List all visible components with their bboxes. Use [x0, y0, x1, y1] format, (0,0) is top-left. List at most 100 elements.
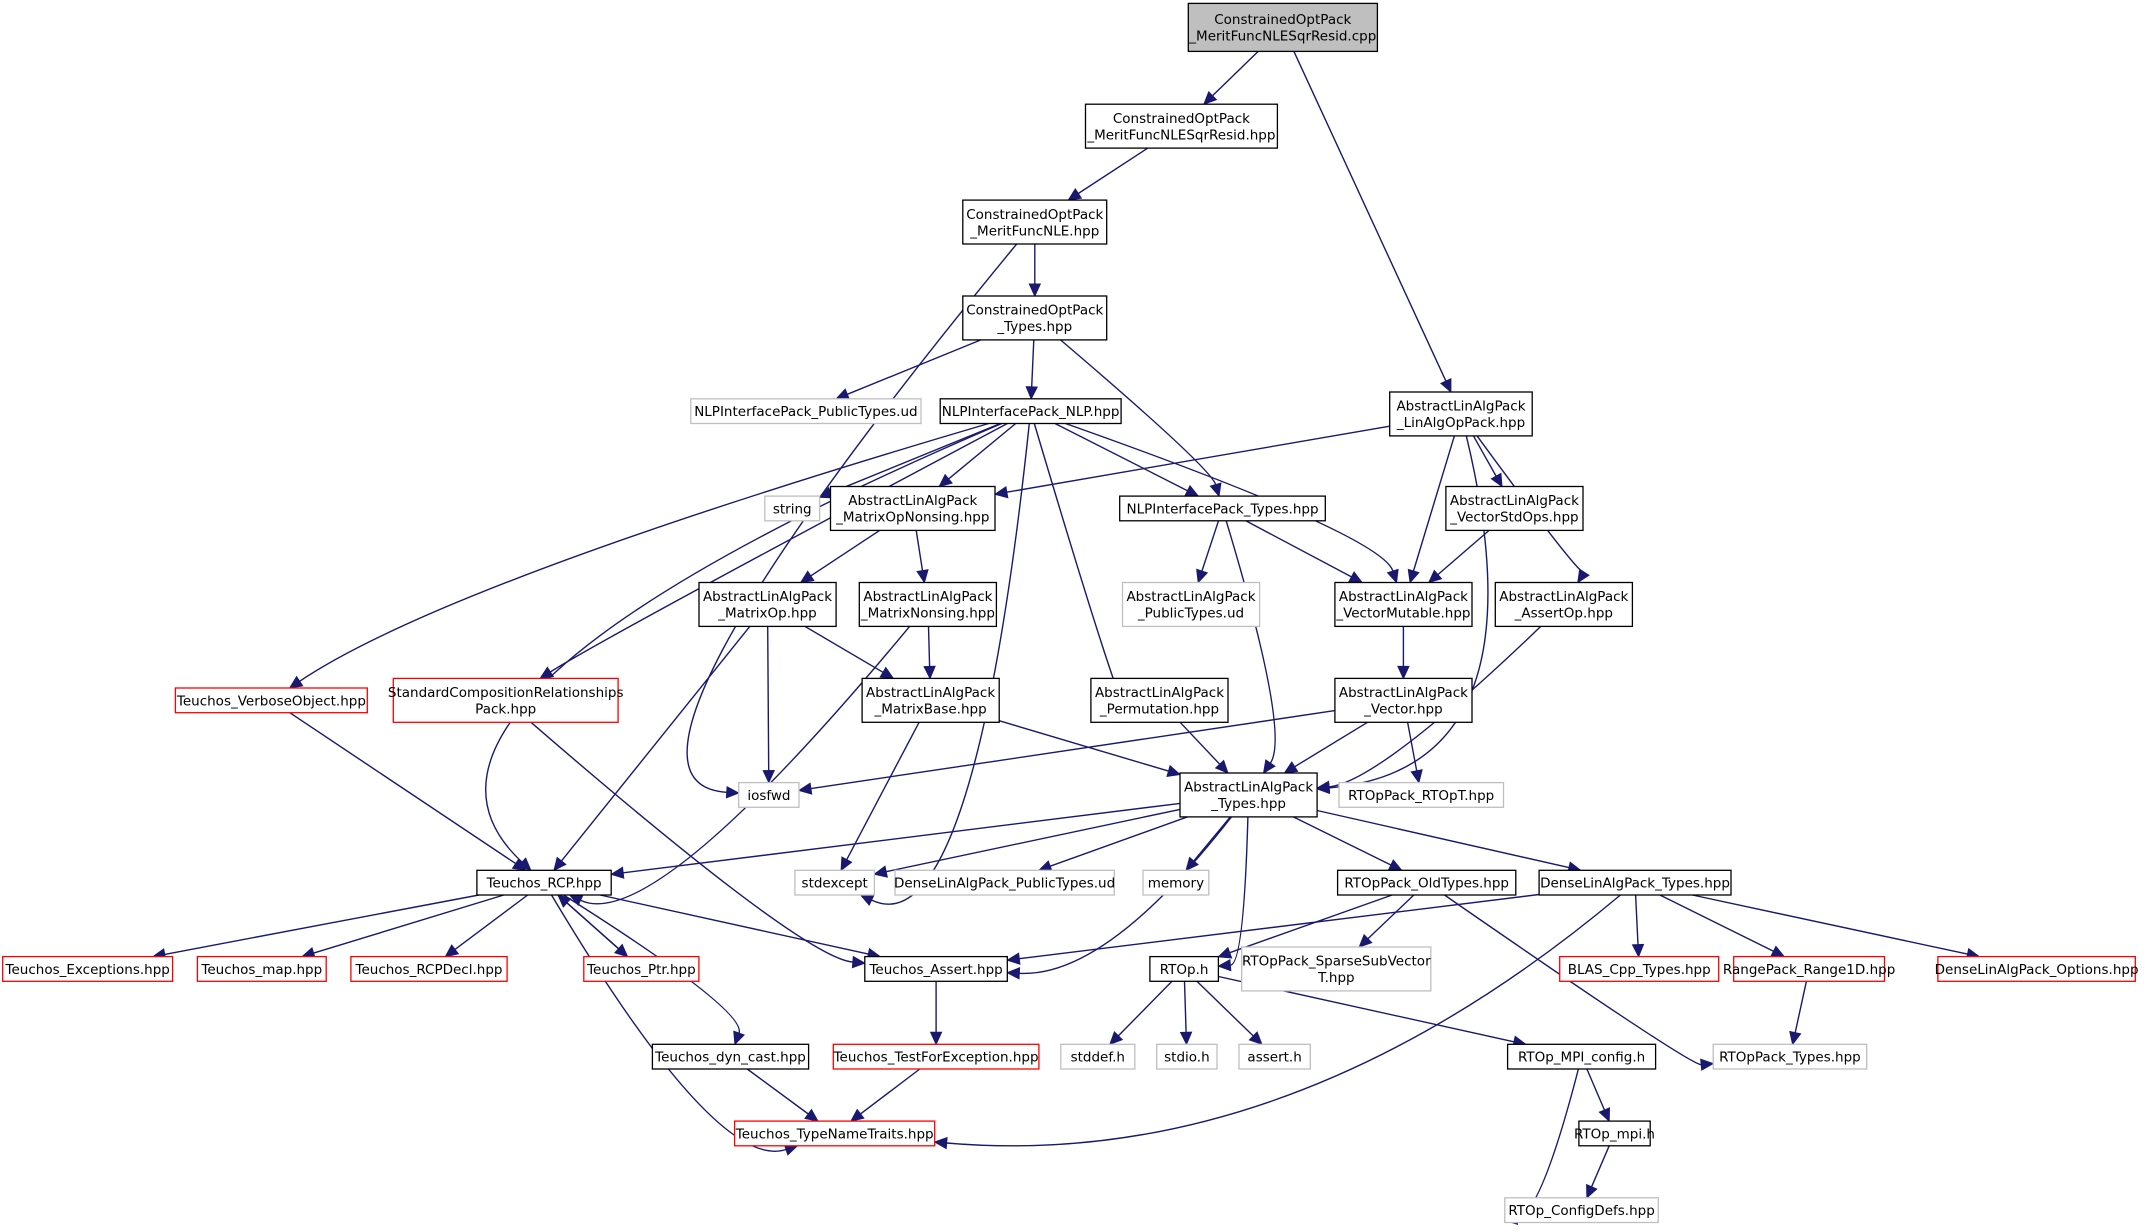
node-dla-pubtypes[interactable]: DenseLinAlgPack_PublicTypes.ud: [894, 869, 1115, 896]
edge-line: [1590, 1145, 1610, 1188]
node-label: ConstrainedOptPack: [966, 303, 1103, 319]
node-label: _MatrixOp.hpp: [717, 606, 816, 622]
node-cpp[interactable]: ConstrainedOptPack_MeritFuncNLESqrResid.…: [1187, 2, 1379, 53]
edge-arrowhead: [938, 473, 953, 488]
node-rcpdecl[interactable]: Teuchos_RCPDecl.hpp: [350, 955, 508, 982]
node-alap-pubtypes[interactable]: AbstractLinAlgPack_PublicTypes.ud: [1121, 581, 1261, 628]
node-rtop-oldtypes[interactable]: RTOpPack_OldTypes.hpp: [1336, 869, 1517, 896]
node-rcp[interactable]: Teuchos_RCP.hpp: [476, 869, 612, 896]
node-vecmut[interactable]: AbstractLinAlgPack_VectorMutable.hpp: [1334, 581, 1473, 628]
node-rtop-types[interactable]: RTOpPack_Types.hpp: [1712, 1043, 1868, 1070]
edge-line: [1077, 147, 1149, 195]
edge-arrowhead: [804, 1108, 819, 1122]
node-tmap[interactable]: Teuchos_map.hpp: [196, 955, 327, 982]
node-perm[interactable]: AbstractLinAlgPack_Permutation.hpp: [1090, 677, 1229, 723]
node-box: [794, 869, 876, 896]
node-box: [690, 398, 922, 425]
edge-line: [1006, 425, 1390, 493]
node-vecstdops[interactable]: AbstractLinAlgPack_VectorStdOps.hpp: [1445, 485, 1584, 532]
node-hpp-resid[interactable]: ConstrainedOptPack_MeritFuncNLESqrResid.…: [1084, 103, 1279, 149]
node-box: [196, 955, 327, 982]
edge-mpih-to-configdefs: [1586, 1145, 1610, 1199]
node-nlp-types[interactable]: NLPInterfacePack_Types.hpp: [1119, 495, 1326, 522]
node-label: RTOp_mpi.h: [1574, 1126, 1655, 1142]
node-box: [1187, 2, 1379, 53]
node-cop-types[interactable]: ConstrainedOptPack_Types.hpp: [962, 295, 1108, 341]
edge-rtoph-to-stdio: [1179, 981, 1193, 1046]
node-box: [829, 485, 996, 532]
node-box: [651, 1043, 810, 1070]
node-dla-options[interactable]: DenseLinAlgPack_Options.hpp: [1935, 955, 2139, 982]
edge-line: [1794, 981, 1808, 1033]
node-linalgop[interactable]: AbstractLinAlgPack_LinAlgOpPack.hpp: [1389, 391, 1533, 437]
node-matopnons[interactable]: AbstractLinAlgPack_MatrixOpNonsing.hpp: [829, 485, 996, 532]
edge-rcp-to-dyncast: [563, 894, 746, 1046]
node-stdio[interactable]: stdio.h: [1156, 1043, 1218, 1070]
edge-arrowhead: [610, 866, 625, 879]
node-dla-types[interactable]: DenseLinAlgPack_Types.hpp: [1538, 869, 1732, 896]
node-label: stdio.h: [1164, 1050, 1210, 1066]
edge-rtop_oldtypes-to-rtop_types: [1444, 894, 1715, 1071]
edge-arrowhead: [1490, 472, 1503, 488]
edge-line: [1412, 435, 1456, 572]
node-nlp[interactable]: NLPInterfacePack_NLP.hpp: [939, 398, 1122, 425]
node-iosfwd[interactable]: iosfwd: [738, 781, 800, 808]
edge-line: [746, 1068, 809, 1115]
node-box: [1712, 1043, 1868, 1070]
node-string[interactable]: string: [764, 495, 821, 522]
node-assertop[interactable]: AbstractLinAlgPack_AssertOp.hpp: [1494, 581, 1634, 628]
node-hpp-nle[interactable]: ConstrainedOptPack_MeritFuncNLE.hpp: [962, 199, 1108, 245]
node-rtoph[interactable]: RTOp.h: [1149, 955, 1220, 982]
node-box: [1156, 1043, 1218, 1070]
node-exceptions[interactable]: Teuchos_Exceptions.hpp: [2, 955, 174, 982]
node-tassert[interactable]: Teuchos_Assert.hpp: [864, 955, 1008, 982]
edge-arrowhead: [851, 955, 866, 969]
node-memory[interactable]: memory: [1142, 869, 1210, 896]
node-testforexc[interactable]: Teuchos_TestForException.hpp: [833, 1043, 1040, 1070]
node-stddef[interactable]: stddef.h: [1060, 1043, 1136, 1070]
node-label: stdexcept: [802, 876, 868, 892]
node-roptt[interactable]: RTOpPack_RTOpT.hpp: [1338, 781, 1505, 808]
node-matop[interactable]: AbstractLinAlgPack_MatrixOp.hpp: [698, 581, 837, 628]
node-typenametraits[interactable]: Teuchos_TypeNameTraits.hpp: [733, 1120, 936, 1147]
node-mpih[interactable]: RTOp_mpi.h: [1574, 1120, 1655, 1147]
edge-arrowhead: [539, 666, 555, 680]
node-vector[interactable]: AbstractLinAlgPack_Vector.hpp: [1334, 677, 1473, 723]
node-mpiconfig[interactable]: RTOp_MPI_config.h: [1506, 1043, 1657, 1070]
edge-nlp-to-matopnons: [938, 422, 1017, 488]
edge-dyncast-to-typenametraits: [746, 1068, 819, 1122]
edge-line: [1019, 816, 1233, 975]
node-box: [733, 1120, 936, 1147]
node-configdefs[interactable]: RTOp_ConfigDefs.hpp: [1504, 1197, 1659, 1224]
node-nlp-pubtypes[interactable]: NLPInterfacePack_PublicTypes.ud: [690, 398, 922, 425]
node-label: T.hpp: [1317, 970, 1355, 986]
node-ptr[interactable]: Teuchos_Ptr.hpp: [583, 955, 700, 982]
node-stdexcept[interactable]: stdexcept: [794, 869, 876, 896]
edge-nlp_types-to-vecmut: [1245, 520, 1364, 584]
node-verbose[interactable]: Teuchos_VerboseObject.hpp: [174, 687, 368, 714]
node-label: Teuchos_Exceptions.hpp: [5, 962, 170, 978]
edge-line: [847, 339, 982, 395]
edge-ptr-to-rcp: [557, 894, 628, 958]
node-dyncast[interactable]: Teuchos_dyn_cast.hpp: [651, 1043, 810, 1070]
edge-line: [1692, 894, 1968, 955]
node-label: _MatrixBase.hpp: [874, 702, 987, 718]
node-blas[interactable]: BLAS_Cpp_Types.hpp: [1559, 955, 1720, 982]
node-alap-types[interactable]: AbstractLinAlgPack_Types.hpp: [1179, 772, 1318, 818]
node-box: [1578, 1120, 1651, 1147]
edge-line: [1193, 816, 1231, 862]
edge-arrowhead: [1109, 1030, 1124, 1046]
edge-line: [1472, 435, 1497, 477]
node-matbase[interactable]: AbstractLinAlgPack_MatrixBase.hpp: [861, 677, 1000, 723]
edge-perm-to-alap_types: [1179, 721, 1229, 774]
edge-matbase-to-stdexcept: [840, 721, 920, 872]
node-range1d[interactable]: RangePack_Range1D.hpp: [1723, 955, 1895, 982]
node-matnons[interactable]: AbstractLinAlgPack_MatrixNonsing.hpp: [858, 581, 998, 628]
edge-line: [1225, 520, 1276, 764]
node-asserth[interactable]: assert.h: [1238, 1043, 1311, 1070]
edge-arrowhead: [923, 665, 936, 680]
